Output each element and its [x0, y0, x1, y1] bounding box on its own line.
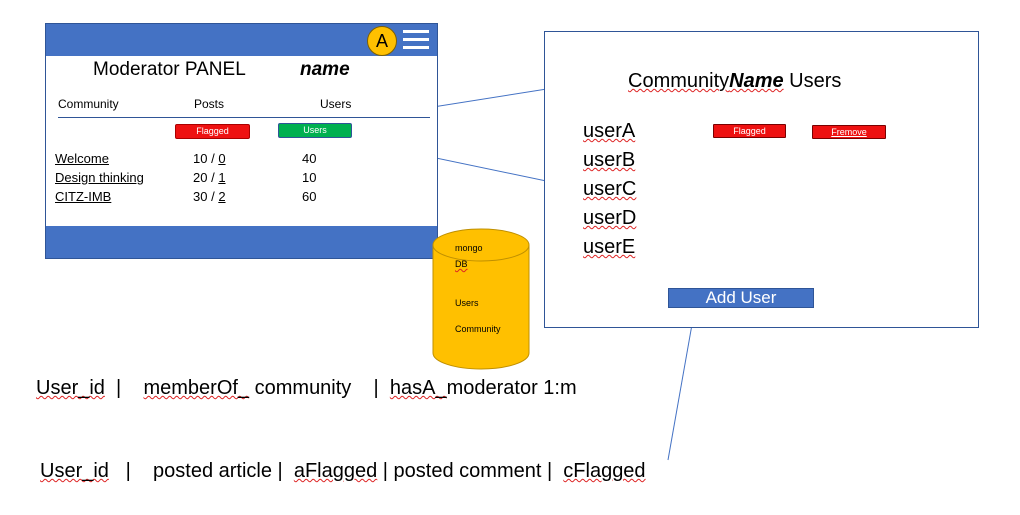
community-link-design-thinking[interactable]: Design thinking — [55, 170, 144, 185]
schema-line-membership: User_id | memberOf_ community | hasA_mod… — [36, 377, 577, 400]
separator: | — [104, 377, 144, 399]
header-divider — [58, 117, 430, 118]
posts-total: 20 — [193, 170, 208, 185]
community-link-welcome[interactable]: Welcome — [55, 151, 109, 166]
schema-line-posts: User_id | posted article | aFlagged | po… — [40, 460, 646, 483]
header-posts: Posts — [194, 97, 225, 111]
posts-separator: / — [207, 189, 219, 204]
field-moderator: moderator — [446, 377, 538, 399]
db-label-line1: mongo — [455, 243, 483, 253]
user-item[interactable]: userD — [583, 207, 637, 229]
community-link-citz-imb[interactable]: CITZ-IMB — [55, 189, 112, 204]
posts-count: 30 / 2 — [193, 189, 226, 204]
posts-separator: / — [207, 170, 219, 185]
header-community: Community — [58, 97, 119, 111]
panel-footer-bar — [46, 226, 437, 258]
community-users-panel: CommunityName Users userA userB userC us… — [544, 31, 979, 328]
separator: | posted comment | — [377, 460, 564, 482]
posts-total: 30 — [193, 189, 208, 204]
field-member-of: memberOf_ — [143, 377, 250, 399]
posts-count: 10 / 0 — [193, 151, 226, 166]
flagged-count-link[interactable]: 1 — [218, 170, 226, 185]
avatar[interactable]: A — [367, 26, 397, 56]
db-collection: Users — [455, 298, 479, 308]
panel-title: Moderator PANEL — [93, 59, 246, 80]
user-item[interactable]: userE — [583, 236, 636, 258]
separator: | posted article | — [108, 460, 294, 482]
remove-user-button[interactable]: Fremove — [812, 125, 886, 139]
user-item[interactable]: userA — [583, 120, 636, 142]
users-count: 10 — [302, 170, 317, 185]
user-item[interactable]: userC — [583, 178, 637, 200]
field-c-flagged: cFlagged — [563, 460, 646, 482]
community-users-title: CommunityName Users — [628, 70, 841, 93]
field-a-flagged: aFlagged — [293, 460, 378, 482]
flagged-count-link[interactable]: 2 — [218, 189, 226, 204]
database-cylinder-icon — [432, 228, 530, 370]
field-has-a: hasA_ — [389, 377, 447, 399]
hamburger-menu-icon[interactable] — [403, 30, 429, 50]
flag-user-button[interactable]: Flagged — [713, 124, 786, 138]
user-item[interactable]: userB — [583, 149, 636, 171]
flagged-filter-button[interactable]: Flagged — [175, 124, 250, 139]
field-cardinality: 1:m — [537, 377, 577, 399]
moderator-panel: A Moderator PANEL name Community Posts U… — [45, 23, 438, 259]
field-user-id: User_id — [36, 377, 105, 399]
db-label-line2: DB — [455, 259, 468, 269]
header-users: Users — [320, 97, 352, 111]
db-collection: Community — [455, 324, 501, 334]
field-user-id: User_id — [40, 460, 109, 482]
posts-total: 10 — [193, 151, 208, 166]
users-count: 60 — [302, 189, 317, 204]
add-user-button[interactable]: Add User — [668, 288, 814, 308]
users-count: 40 — [302, 151, 317, 166]
title-suffix: Users — [783, 70, 842, 92]
posts-separator: / — [207, 151, 219, 166]
title-name: Name — [729, 70, 784, 92]
users-filter-button[interactable]: Users — [278, 123, 352, 138]
title-prefix: Community — [628, 70, 730, 92]
flagged-count-link[interactable]: 0 — [218, 151, 226, 166]
panel-header-bar: A — [46, 24, 437, 56]
moderator-name: name — [300, 59, 350, 80]
posts-count: 20 / 1 — [193, 170, 226, 185]
separator: | — [373, 377, 390, 399]
field-community: community — [249, 377, 374, 399]
